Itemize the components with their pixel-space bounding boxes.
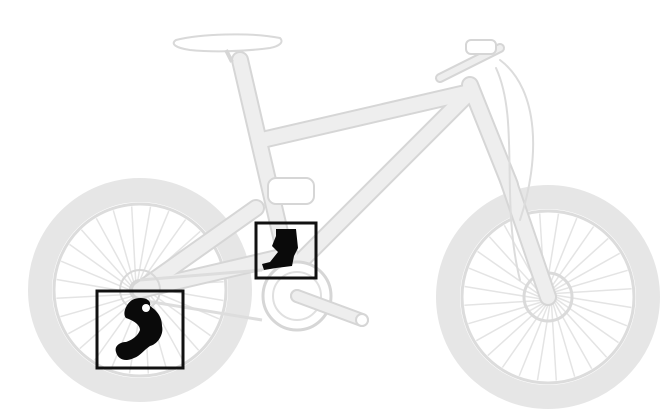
pedal-spindle (356, 314, 368, 326)
bike-frame (140, 60, 548, 297)
saddle (174, 34, 282, 62)
rear-shock (268, 178, 314, 204)
handlebar-grip (466, 40, 496, 54)
spoke (555, 289, 631, 294)
spoke (552, 304, 557, 380)
rear-derailleur-icon (116, 298, 163, 360)
spoke (464, 301, 540, 306)
